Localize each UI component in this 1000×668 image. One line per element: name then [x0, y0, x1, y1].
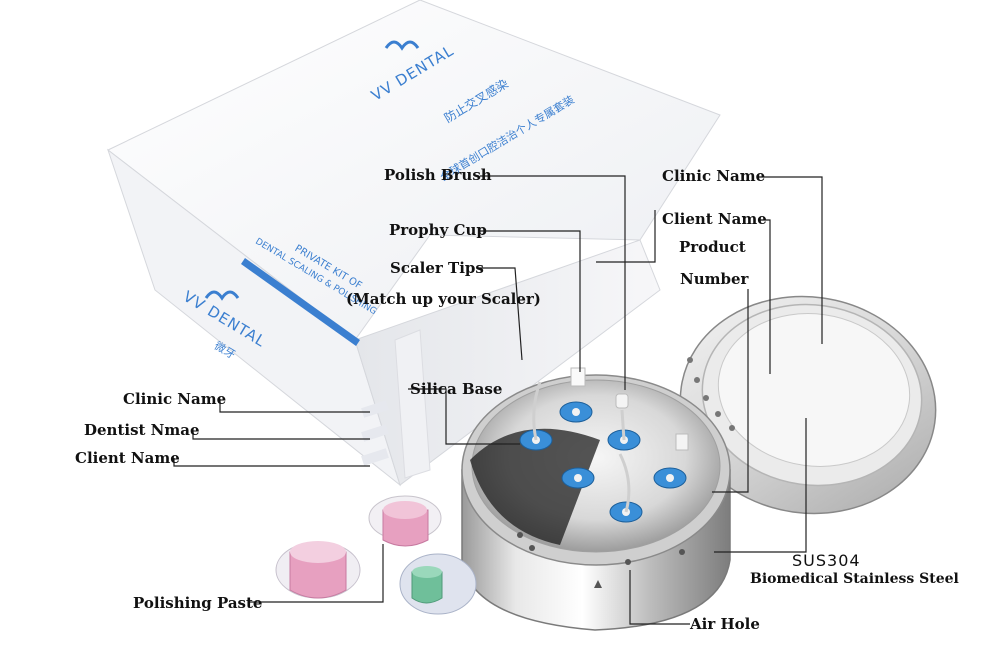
polishing-paste-cups	[275, 495, 477, 615]
scaler-tip	[519, 381, 553, 451]
label-product: Product	[679, 238, 746, 256]
label-client-name-left: Client Name	[75, 449, 180, 467]
label-polishing-paste: Polishing Paste	[133, 594, 263, 612]
label-dentist-name: Dentist Nmae	[84, 421, 200, 439]
label-scaler-tips: Scaler Tips	[390, 259, 484, 277]
label-client-name-right: Client Name	[662, 210, 767, 228]
polish-brush	[615, 393, 629, 409]
label-scaler-match: (Match up your Scaler)	[346, 290, 541, 308]
label-clinic-name-left: Clinic Name	[123, 390, 227, 408]
label-prophy-cup: Prophy Cup	[389, 221, 487, 239]
steel-container	[461, 374, 731, 631]
scaler-tip	[559, 401, 593, 423]
label-air-hole: Air Hole	[690, 615, 760, 633]
prophy-cup	[570, 367, 586, 387]
paste-cup-green	[399, 553, 477, 615]
scaler-tips	[519, 367, 689, 523]
label-number: Number	[680, 270, 749, 288]
label-silica-base: Silica Base	[410, 380, 503, 398]
label-polish-brush: Polish Brush	[384, 166, 492, 184]
label-clinic-name-right: Clinic Name	[662, 167, 766, 185]
steel-lid	[679, 295, 937, 515]
scaler-tip	[609, 453, 643, 523]
scaler-tip	[607, 409, 641, 451]
packaging-box	[107, 0, 721, 487]
paste-cup-white	[368, 495, 442, 547]
scaler-tip	[653, 433, 689, 489]
label-sus304: SUS304	[792, 551, 861, 570]
scaler-tip	[561, 467, 595, 489]
leader-lines	[173, 175, 823, 625]
paste-cup-pink	[275, 541, 361, 599]
label-stainless-steel: Biomedical Stainless Steel	[750, 571, 959, 587]
